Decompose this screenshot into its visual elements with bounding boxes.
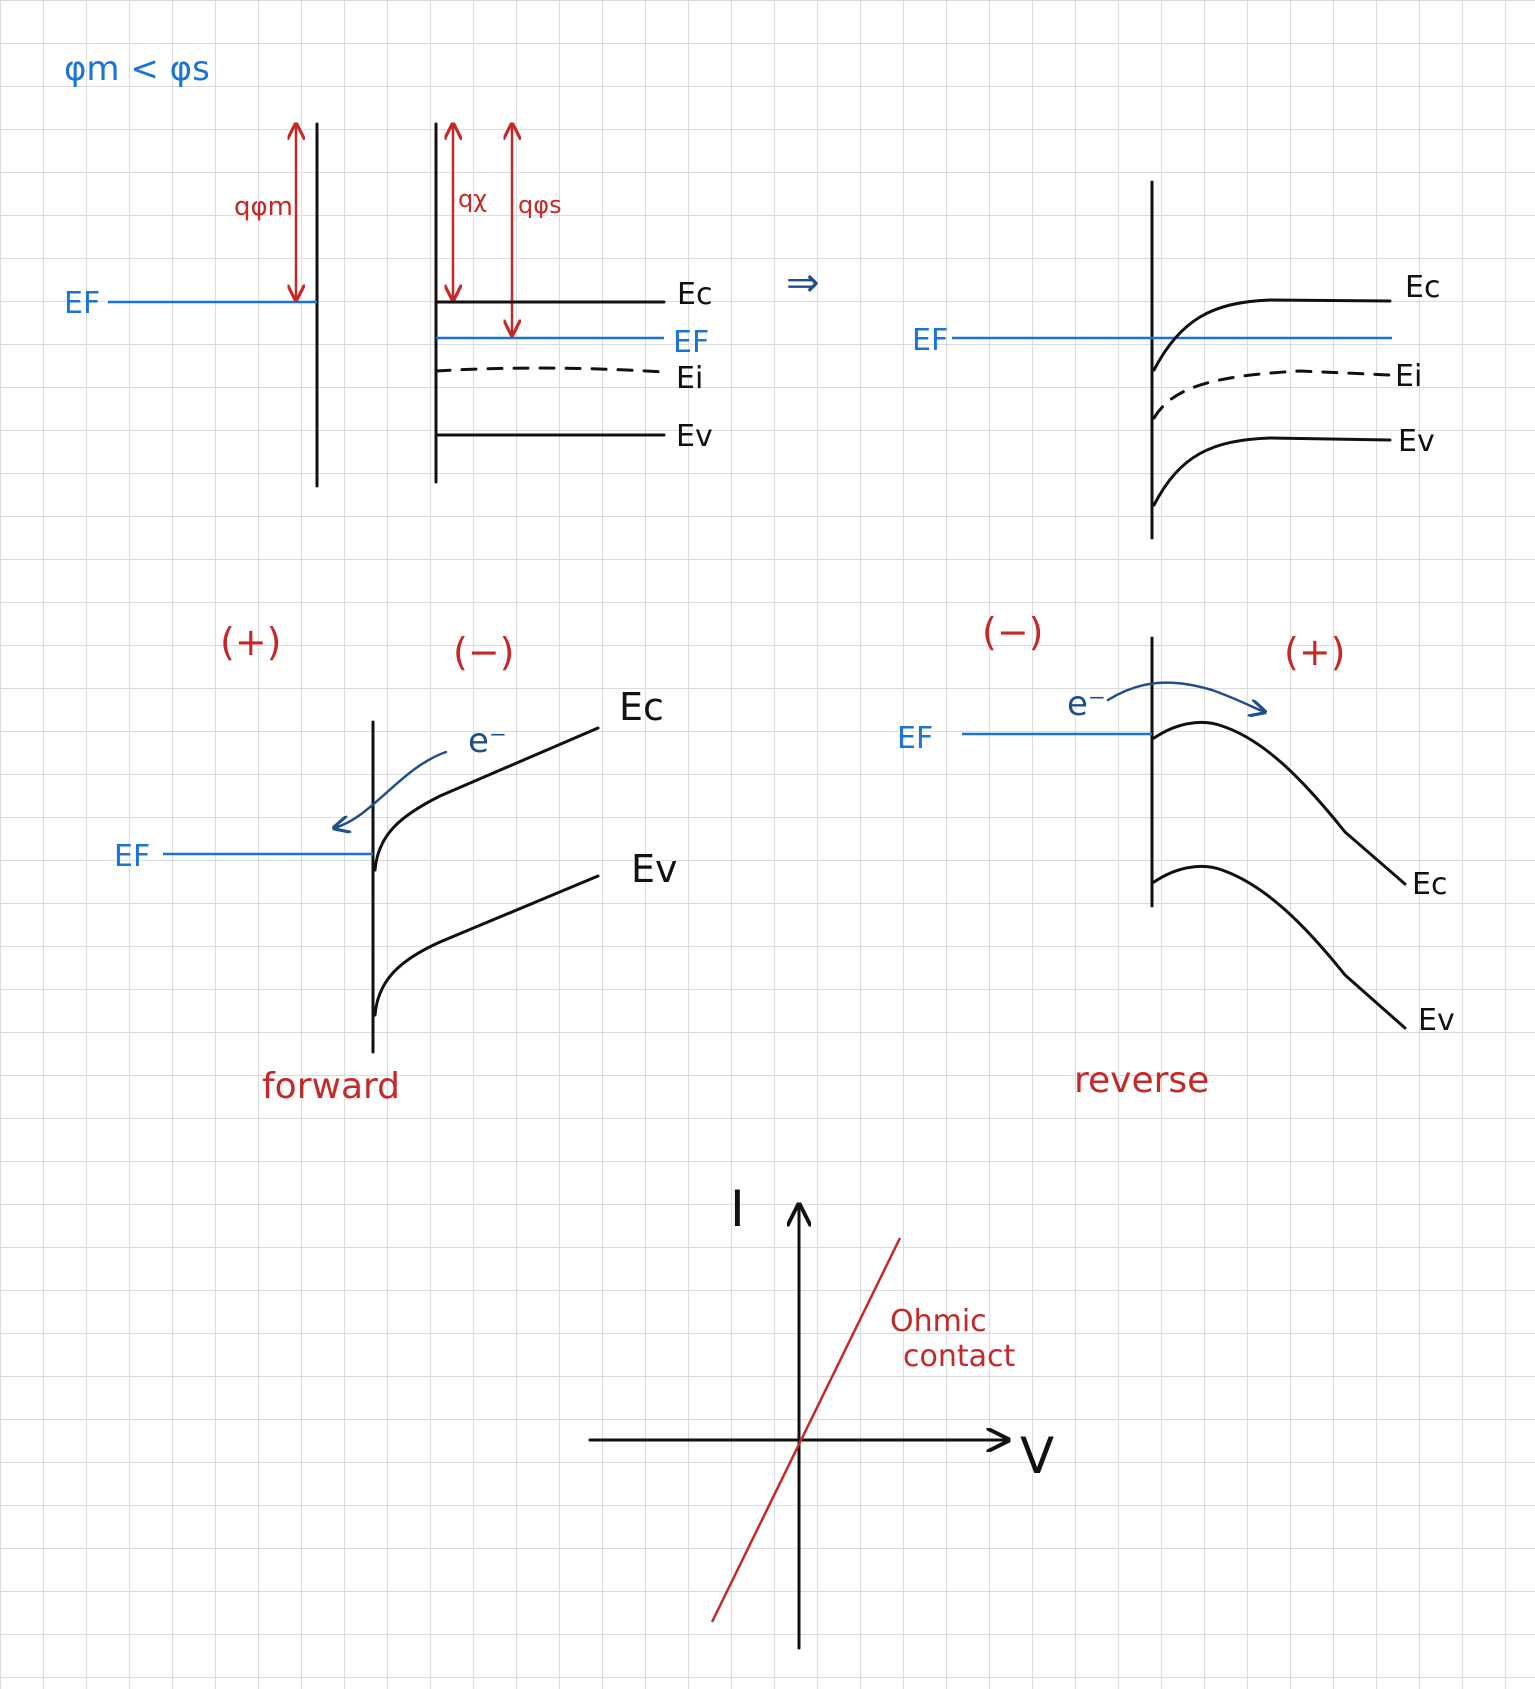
ei-label: Ei — [676, 361, 703, 396]
valence-band-edge — [1152, 864, 1407, 1030]
q-chi-label: qχ — [458, 185, 487, 213]
metal-sign: (+) — [220, 620, 282, 664]
conduction-band-edge — [373, 726, 600, 872]
valence-band-edge — [1152, 436, 1392, 507]
conduction-band-edge — [1152, 298, 1392, 372]
y-axis-label: I — [730, 1180, 745, 1238]
ec-label: Ec — [1405, 270, 1440, 305]
ev-label: Ev — [631, 847, 678, 891]
ei-label: Ei — [1395, 359, 1422, 394]
panel-before-contact: EF qφm qχ qφs Ec EF Ei Ev — [64, 124, 713, 488]
ef-label: EF — [912, 323, 948, 358]
semiconductor-sign: (−) — [453, 630, 515, 674]
electron-label: e⁻ — [1067, 684, 1106, 724]
contact-label: contact — [903, 1339, 1016, 1374]
ec-label: Ec — [677, 277, 712, 312]
panel-reverse-bias: (−) (+) EF Ec Ev e⁻ reverse — [897, 610, 1455, 1101]
q-phi-m-label: qφm — [234, 192, 293, 222]
work-function-condition: φm < φs — [64, 49, 210, 89]
ohmic-iv-line — [710, 1237, 902, 1623]
forward-caption: forward — [262, 1066, 400, 1107]
conduction-band-edge — [1152, 720, 1407, 886]
ev-label: Ev — [676, 419, 713, 454]
electron-flow-arrow — [334, 750, 448, 828]
valence-band-edge — [373, 874, 600, 1017]
ef-label: EF — [897, 721, 933, 756]
x-axis-label: V — [1020, 1427, 1054, 1485]
ev-label: Ev — [1398, 424, 1435, 459]
ec-label: Ec — [1412, 867, 1447, 902]
ev-label: Ev — [1418, 1003, 1455, 1038]
panel-forward-bias: (+) (−) Ec Ev EF e⁻ forward — [114, 620, 678, 1107]
ec-label: Ec — [619, 685, 664, 729]
ef-label: EF — [114, 839, 150, 874]
intrinsic-level — [1152, 369, 1392, 420]
reverse-caption: reverse — [1074, 1060, 1209, 1101]
semiconductor-sign: (+) — [1284, 630, 1346, 674]
electron-flow-arrow — [1106, 681, 1265, 712]
ef-label: EF — [673, 325, 709, 360]
ohmic-label: Ohmic — [890, 1304, 987, 1339]
metal-sign: (−) — [982, 610, 1044, 654]
q-phi-s-label: qφs — [518, 191, 562, 219]
intrinsic-level — [434, 366, 666, 374]
metal-ef-label: EF — [64, 286, 100, 321]
panel-equilibrium: EF Ec Ei Ev — [912, 180, 1440, 540]
electron-label: e⁻ — [468, 721, 507, 761]
iv-plot: I V Ohmic contact — [588, 1180, 1054, 1650]
implies-arrow: ⇒ — [786, 260, 820, 306]
